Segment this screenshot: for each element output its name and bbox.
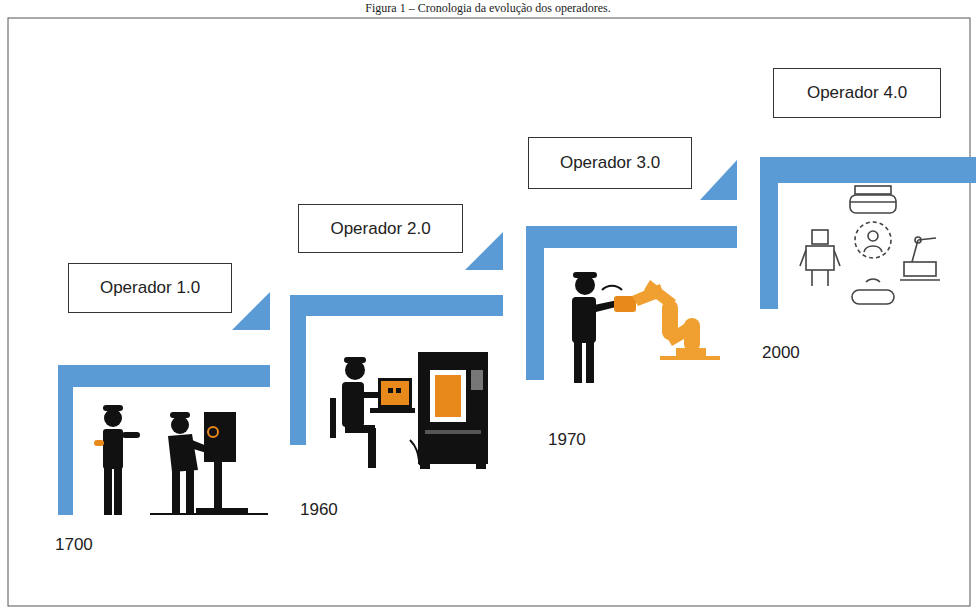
year-label: 1960 [300,500,338,520]
stage-box: Operador 4.0 [773,68,941,118]
stage-box: Operador 1.0 [68,263,232,313]
stage-label: Operador 4.0 [807,83,907,103]
year-label: 1700 [55,535,93,555]
steps [58,157,976,515]
manual-workers [94,405,268,515]
year-label: 2000 [762,343,800,363]
industry-4-icons [800,186,940,304]
robot-operator [572,272,720,383]
cnc-operator [330,352,488,469]
frame [8,18,970,606]
stage-box: Operador 3.0 [528,137,692,189]
stage-label: Operador 3.0 [560,153,660,173]
stage-label: Operador 1.0 [100,278,200,298]
year-label: 1970 [548,430,586,450]
stage-label: Operador 2.0 [330,219,430,239]
stage-box: Operador 2.0 [298,204,463,253]
figure-title: Figura 1 – Cronologia da evolução dos op… [0,1,976,16]
